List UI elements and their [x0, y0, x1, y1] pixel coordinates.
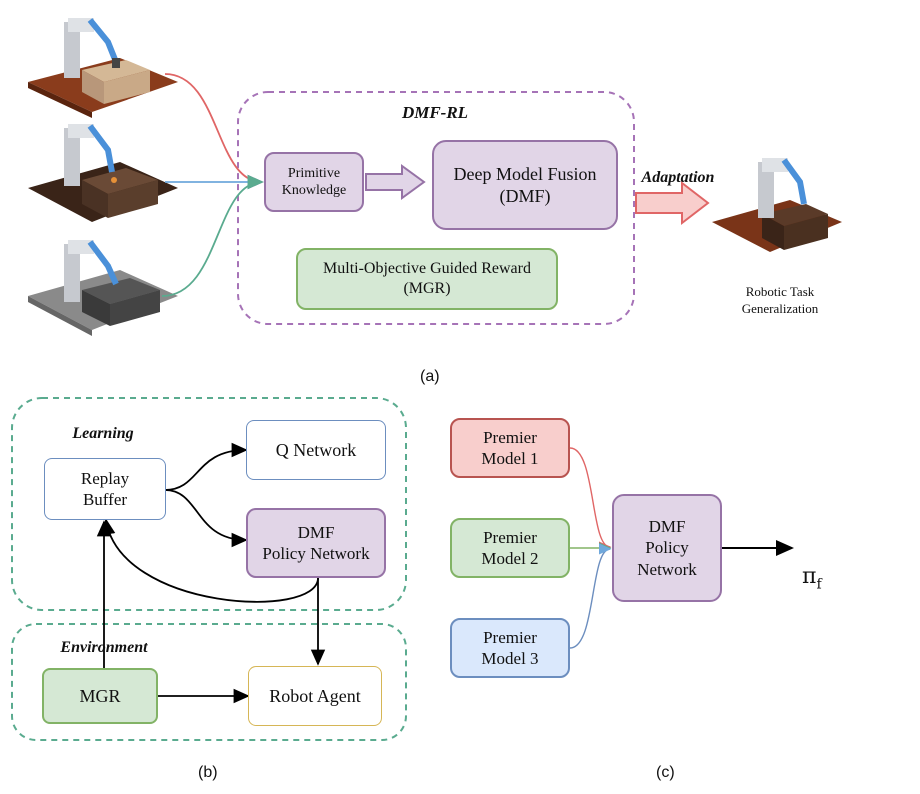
green-connector: [161, 174, 264, 297]
caption-b: (b): [198, 764, 218, 781]
model1-connector: [569, 447, 612, 553]
dmf-policy-node-c: DMF Policy Network: [612, 494, 722, 602]
replay-buffer-node: Replay Buffer: [44, 458, 166, 520]
policy-output-label: πf: [802, 534, 822, 593]
learning-group: [11, 397, 407, 611]
robot-scene-3: [28, 240, 178, 336]
mgr-node-a: Multi-Objective Guided Reward (MGR): [296, 248, 558, 310]
primitive-knowledge-node: Primitive Knowledge: [264, 152, 364, 212]
fusion-arrow: [365, 164, 426, 200]
pi-subscript: f: [816, 575, 822, 592]
robot-agent-node: Robot Agent: [248, 666, 382, 726]
adaptation-arrow: [635, 180, 710, 226]
buffer-to-policy-arrow: [164, 489, 248, 548]
task-label: Robotic Task Generalization: [741, 284, 819, 316]
dmf-rl-title: DMF-RL: [401, 103, 469, 122]
learning-label: Learning: [72, 425, 134, 442]
environment-label: Environment: [60, 639, 148, 656]
red-connector: [164, 73, 264, 190]
q-network-node: Q Network: [246, 420, 386, 480]
dmf-rl-group: [237, 91, 635, 325]
caption-c: (c): [656, 764, 675, 781]
premier-model-1-node: Premier Model 1: [450, 418, 570, 478]
caption-a: (a): [420, 368, 440, 385]
environment-group: [11, 623, 407, 741]
robot-scene-2: [28, 124, 178, 222]
dmf-node: Deep Model Fusion (DMF): [432, 140, 618, 230]
policy-to-buffer-arrow: [101, 518, 319, 603]
premier-model-2-node: Premier Model 2: [450, 518, 570, 578]
model3-connector: [569, 543, 612, 649]
buffer-to-q-arrow: [164, 442, 248, 491]
robot-scene-target: [712, 158, 842, 252]
dmf-policy-node-b: DMF Policy Network: [246, 508, 386, 578]
pi-symbol: π: [802, 563, 817, 589]
premier-model-3-node: Premier Model 3: [450, 618, 570, 678]
adaptation-label: Adaptation: [641, 169, 715, 186]
robot-scene-1: [28, 18, 178, 118]
mgr-node-b: MGR: [42, 668, 158, 724]
